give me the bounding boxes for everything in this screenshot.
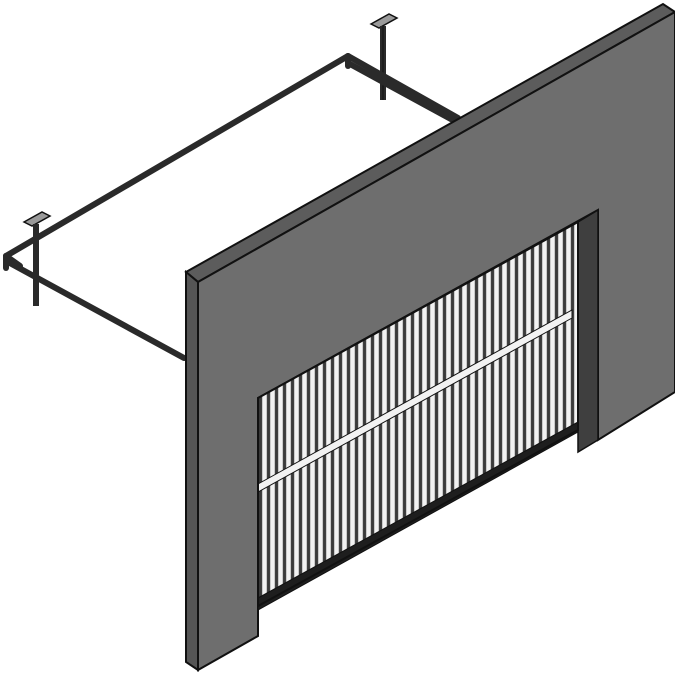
overhead-track-frame (3, 13, 463, 361)
grille-bar (301, 369, 308, 587)
grille-bar (445, 290, 452, 507)
grille-bar (525, 246, 532, 463)
ceiling-hanger-front (22, 211, 52, 306)
grille-bar (533, 241, 540, 459)
grille-bar (565, 224, 572, 441)
grille-bar (453, 285, 460, 503)
grille-bar (541, 237, 548, 455)
grille-bar (501, 259, 508, 477)
opening-jamb-right (577, 208, 599, 454)
grille-bar (381, 325, 388, 543)
grille-bar (333, 351, 340, 569)
grille-bar (477, 272, 484, 490)
grille-bar (557, 228, 564, 446)
grille-bar (317, 360, 324, 578)
grille-door (257, 220, 579, 611)
grille-bar (269, 387, 276, 604)
grille-bar (437, 294, 444, 512)
wall-side-face (185, 269, 199, 672)
grille-bar (389, 321, 396, 538)
grille-bar (493, 263, 500, 481)
grille-bar (413, 307, 420, 525)
grille-bar (365, 334, 372, 551)
grille-bar (549, 233, 556, 450)
grille-outline (257, 220, 579, 608)
grille-bar (325, 356, 332, 573)
grille-bar (421, 303, 428, 521)
grille-bar (485, 268, 492, 485)
grille-bar (277, 382, 284, 600)
grille-bar (341, 347, 348, 565)
grille-bar (461, 281, 468, 499)
track-rails (3, 53, 463, 361)
grille-bar (405, 312, 412, 529)
grille-bar (357, 338, 364, 556)
ceiling-hanger-rear (369, 13, 399, 100)
grille-bar (429, 299, 436, 516)
grille-bar (285, 378, 292, 595)
grille-bar (261, 391, 268, 606)
grille-bar (509, 255, 516, 472)
grille-bar (349, 343, 356, 560)
grille-bar (293, 373, 300, 591)
grille-bar (373, 329, 380, 547)
grille-bar (397, 316, 404, 534)
grille-bar (517, 250, 524, 468)
grille-bar (309, 365, 316, 582)
grille-bar (469, 277, 476, 494)
